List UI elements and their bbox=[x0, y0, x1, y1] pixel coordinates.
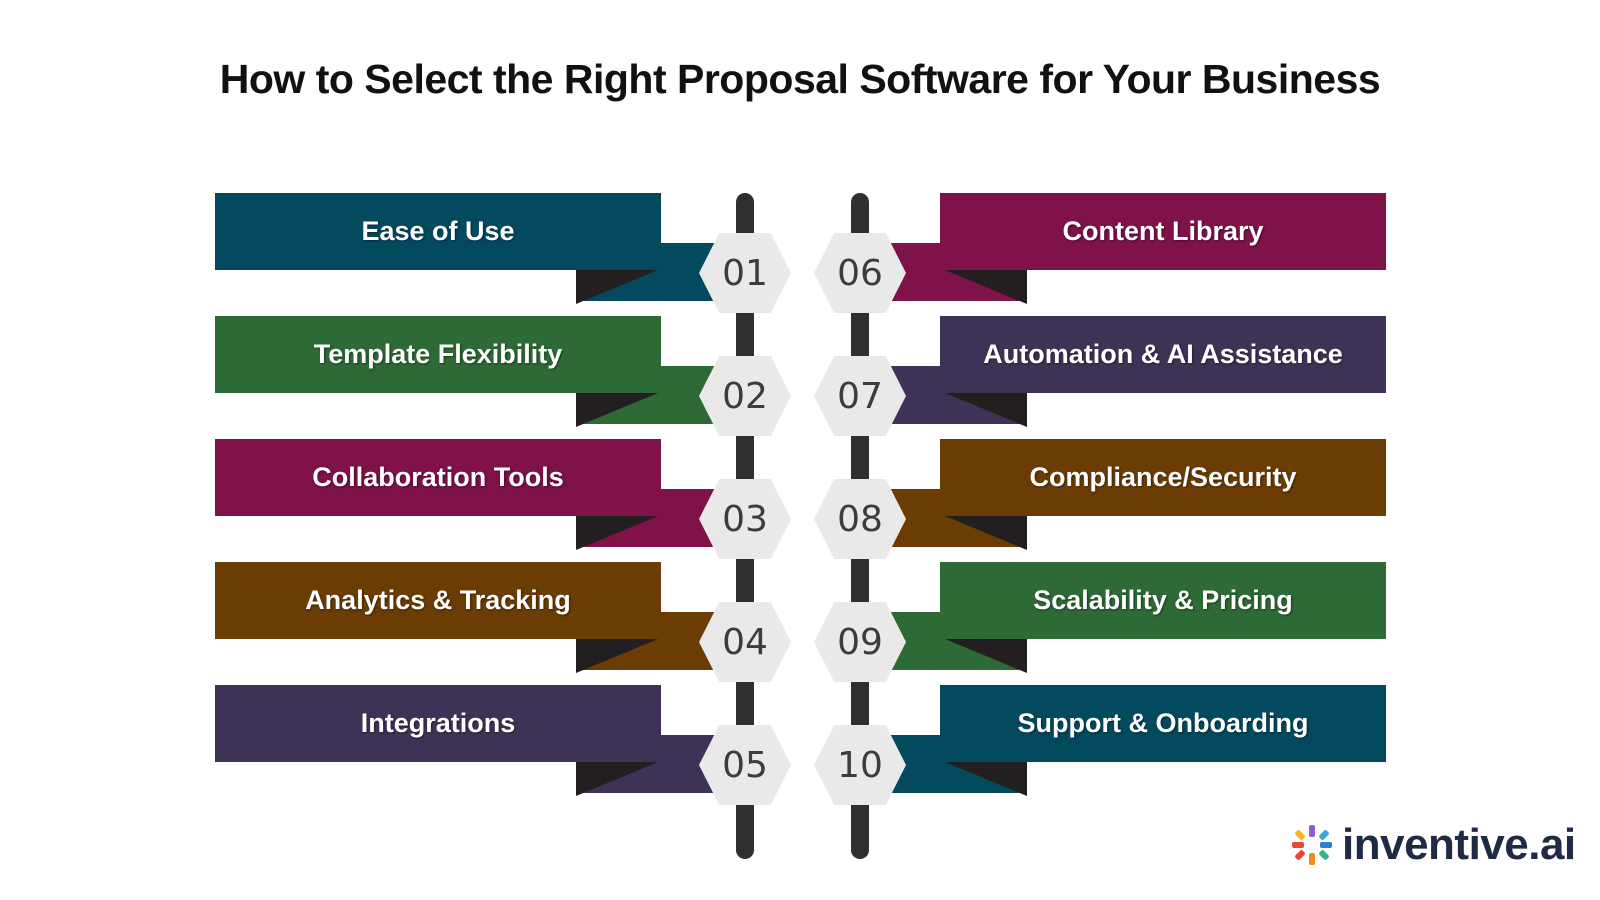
item-01-label: Ease of Use bbox=[361, 216, 515, 246]
item-09-number: 09 bbox=[814, 602, 906, 682]
item-07-banner: Automation & AI Assistance bbox=[940, 316, 1386, 393]
item-04-banner: Analytics & Tracking bbox=[215, 562, 661, 639]
sparkle-logo-icon bbox=[1292, 825, 1332, 865]
item-07-number: 07 bbox=[814, 356, 906, 436]
item-06-number: 06 bbox=[814, 233, 906, 313]
item-01-number: 01 bbox=[699, 233, 791, 313]
item-09-label: Scalability & Pricing bbox=[1033, 585, 1293, 615]
page-title: How to Select the Right Proposal Softwar… bbox=[219, 56, 1381, 102]
item-02-number: 02 bbox=[699, 356, 791, 436]
item-09-banner: Scalability & Pricing bbox=[940, 562, 1386, 639]
item-04-label: Analytics & Tracking bbox=[305, 585, 571, 615]
item-04-number: 04 bbox=[699, 602, 791, 682]
item-10-label: Support & Onboarding bbox=[1017, 708, 1309, 738]
item-08-banner: Compliance/Security bbox=[940, 439, 1386, 516]
item-02-banner: Template Flexibility bbox=[215, 316, 661, 393]
item-03-number: 03 bbox=[699, 479, 791, 559]
item-05-number: 05 bbox=[699, 725, 791, 805]
item-06-banner: Content Library bbox=[940, 193, 1386, 270]
item-10-banner: Support & Onboarding bbox=[940, 685, 1386, 762]
logo-text: inventive.ai bbox=[1342, 820, 1576, 869]
item-01-banner: Ease of Use bbox=[215, 193, 661, 270]
item-03-label: Collaboration Tools bbox=[312, 462, 564, 492]
item-02-label: Template Flexibility bbox=[313, 339, 563, 369]
item-07-label: Automation & AI Assistance bbox=[983, 339, 1343, 369]
item-08-number: 08 bbox=[814, 479, 906, 559]
item-08-label: Compliance/Security bbox=[1029, 462, 1297, 492]
item-05-banner: Integrations bbox=[215, 685, 661, 762]
item-10-number: 10 bbox=[814, 725, 906, 805]
brand-logo: inventive.ai bbox=[1290, 820, 1576, 870]
item-05-label: Integrations bbox=[360, 708, 516, 738]
item-03-banner: Collaboration Tools bbox=[215, 439, 661, 516]
item-06-label: Content Library bbox=[1062, 216, 1264, 246]
